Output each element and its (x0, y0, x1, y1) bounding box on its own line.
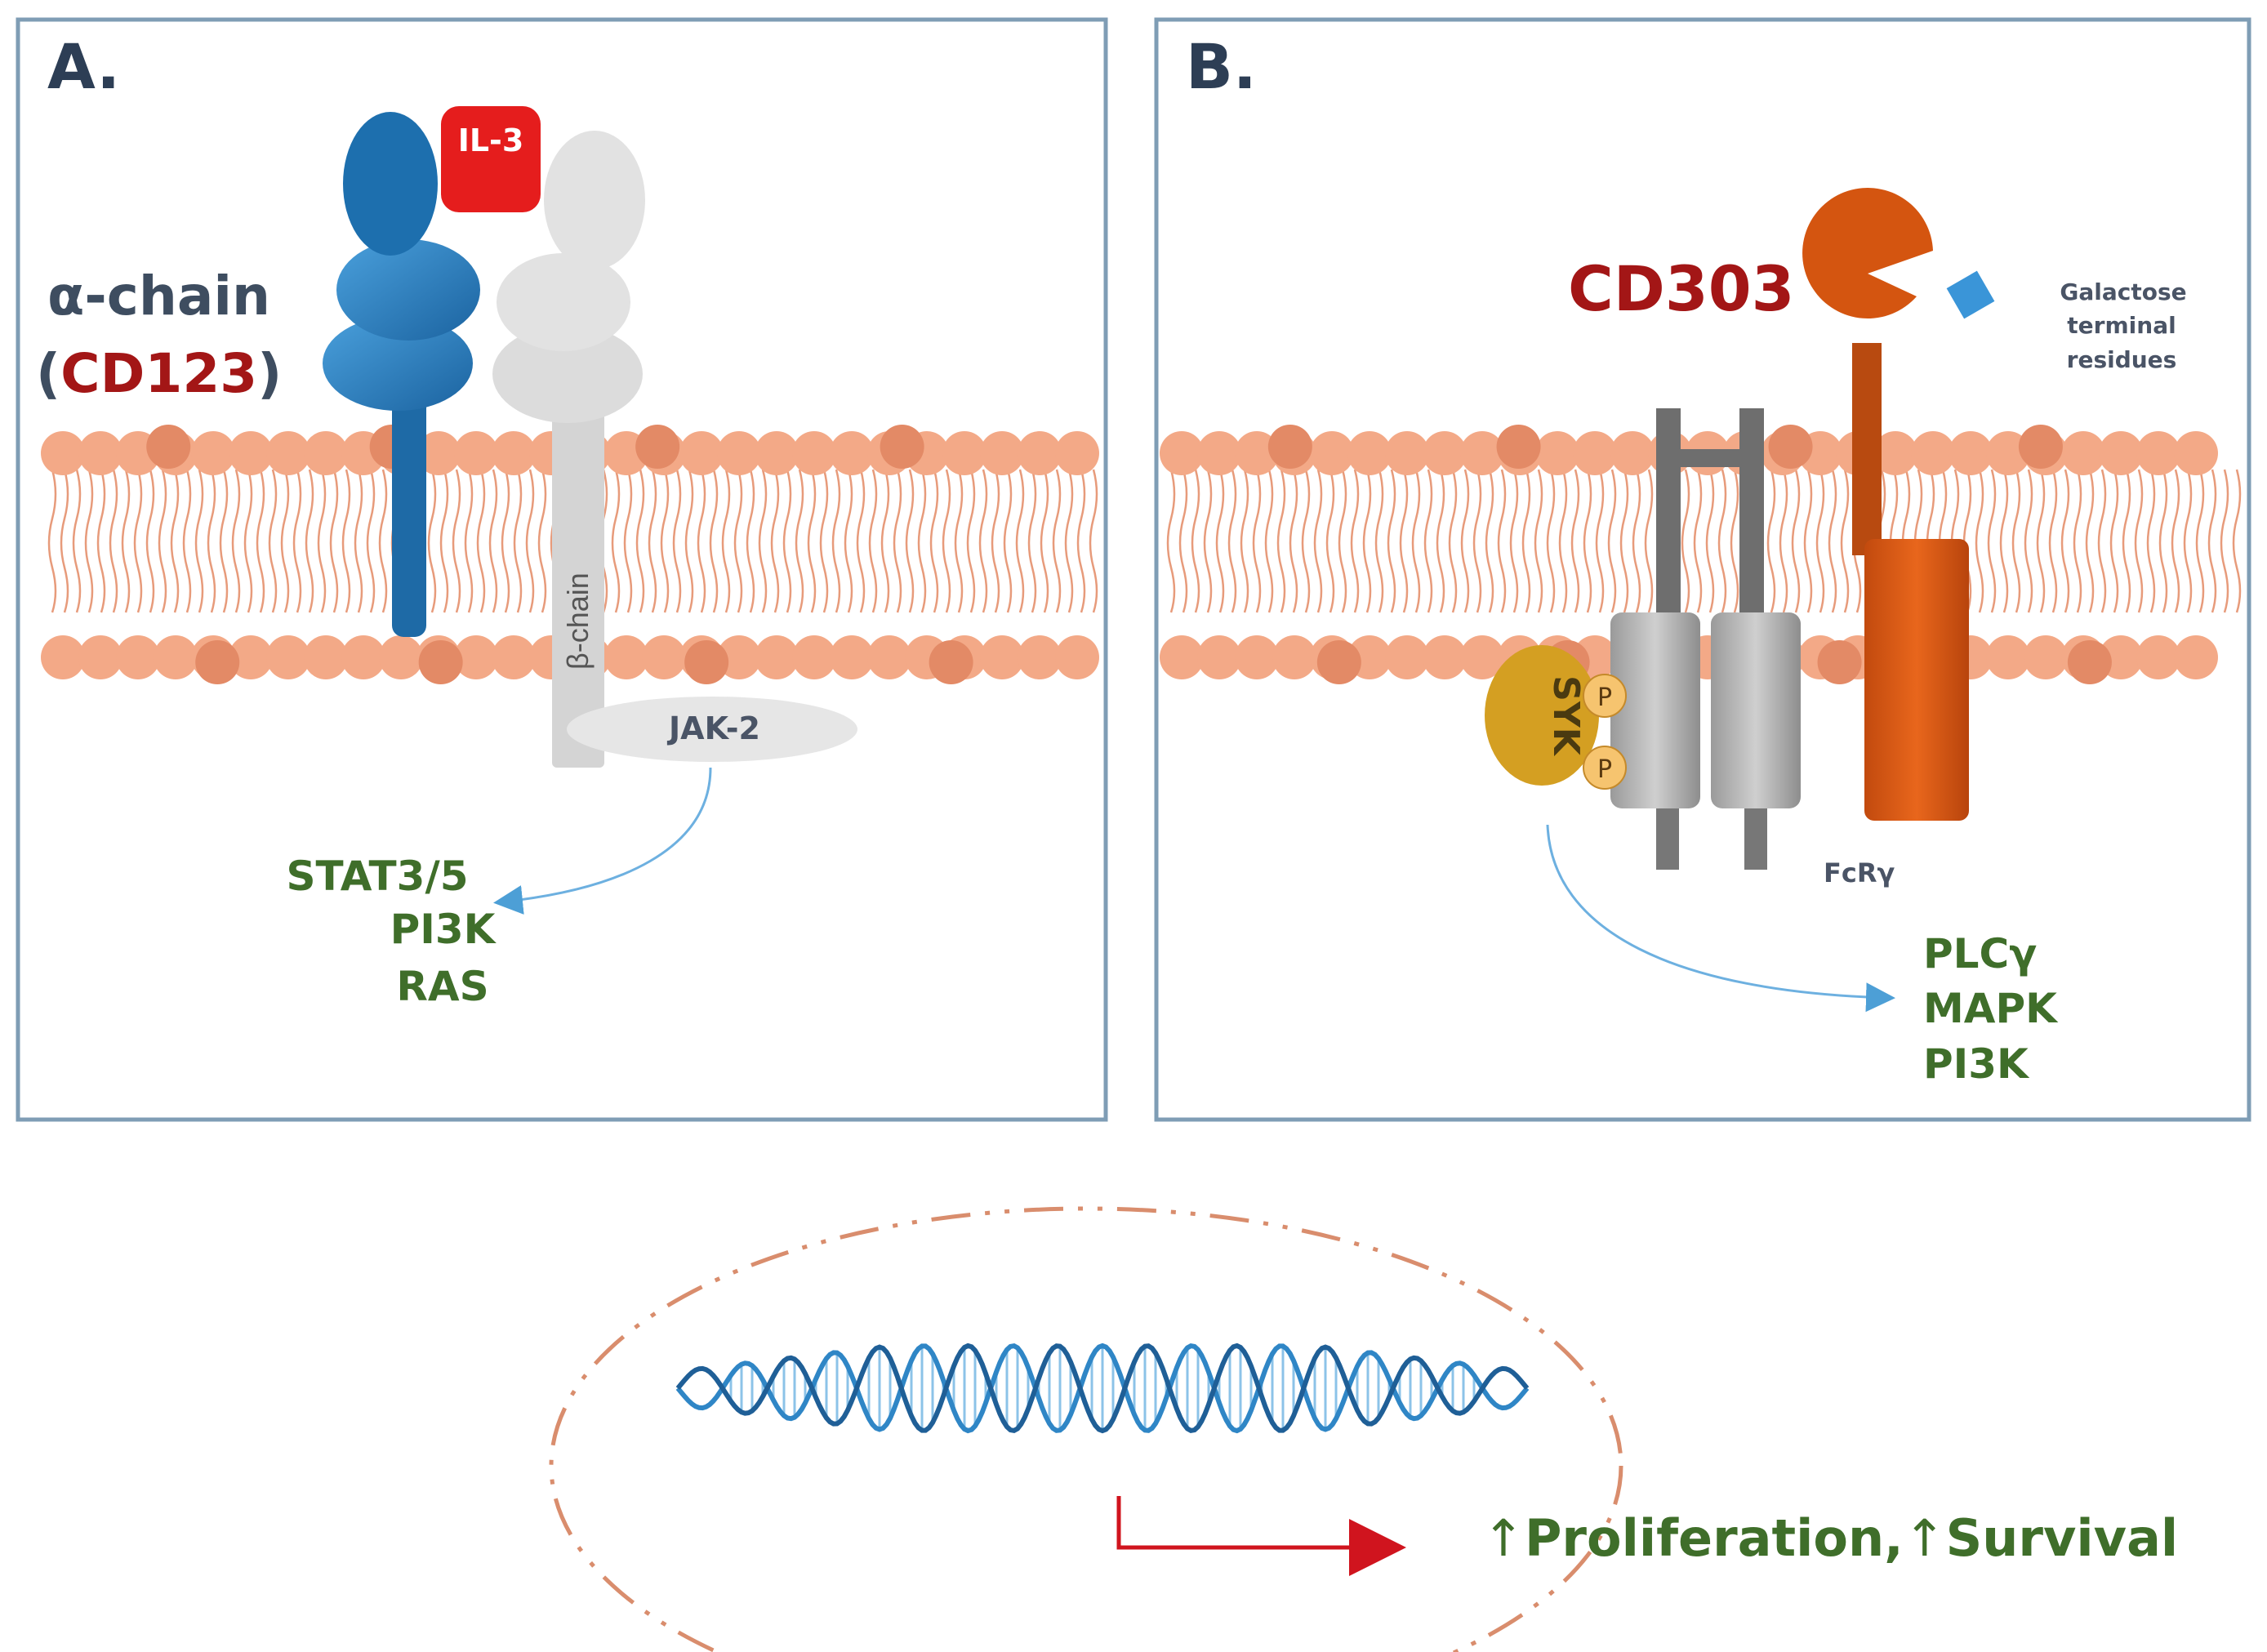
pathway-b-2: MAPK (1923, 985, 2059, 1032)
up-arrow-icon: ↑ (1482, 1508, 1525, 1568)
panel-b-pathway-list: PLCγ MAPK PI3K (1923, 930, 2059, 1088)
jak2-signal-arrow (493, 767, 712, 915)
jak2-label: JAK-2 (666, 710, 760, 746)
alpha-chain-cd-label: (CD123) (36, 342, 282, 405)
phospho-label-2: P (1597, 755, 1612, 784)
cd303-label: CD303 (1568, 252, 1795, 325)
cd303-receptor (1802, 188, 1969, 821)
panel-b: B. SYK P P Galactose (1154, 17, 2251, 1122)
outcome-text: ↑Proliferation,↑Survival (1482, 1508, 2178, 1568)
panel-a-pathway-list: STAT3/5 PI3K RAS (287, 853, 497, 1010)
jak2-kinase: JAK-2 (567, 697, 857, 762)
panel-b-letter: B. (1186, 30, 1257, 103)
beta-chain-receptor: β-chain (492, 131, 645, 768)
il3-ligand: IL-3 (441, 106, 541, 212)
pathway-a-3: RAS (396, 963, 488, 1010)
pathway-b-1: PLCγ (1923, 930, 2037, 977)
pathway-b-3: PI3K (1923, 1040, 2030, 1088)
pathway-a-1: STAT3/5 (287, 853, 469, 900)
galactose-line-2: terminal (2067, 312, 2176, 339)
panel-a-letter: A. (47, 30, 120, 103)
alpha-chain-receptor (323, 112, 480, 637)
galactose-residue-icon (1943, 267, 1998, 323)
fcr-gamma-label: FcRγ (1824, 857, 1895, 888)
phospho-site-2 (1583, 746, 1627, 790)
gray-dimer-receptor (1610, 408, 1801, 870)
nucleus-dashed-ellipse (549, 1206, 1623, 1652)
survival-label: Survival (1946, 1508, 2179, 1568)
beta-chain-label: β-chain (561, 572, 595, 670)
pathway-a-2: PI3K (390, 906, 497, 953)
galactose-label: Galactose terminal residues (2060, 278, 2186, 373)
proliferation-label: Proliferation, (1525, 1508, 1904, 1568)
syk-kinase: SYK P P (1485, 645, 1627, 790)
phospho-site-1 (1583, 674, 1627, 718)
panel-a: A. β-chain IL-3 α-chain (CD123) (16, 17, 1108, 1122)
syk-signal-arrow (1546, 824, 1895, 1013)
il3-label: IL-3 (458, 122, 524, 158)
syk-label: SYK (1545, 675, 1587, 757)
transcription-arrow (1116, 1496, 1406, 1576)
alpha-chain-label: α-chain (47, 265, 270, 327)
galactose-line-1: Galactose (2060, 278, 2186, 305)
up-arrow-icon: ↑ (1904, 1508, 1946, 1568)
phospho-label-1: P (1597, 684, 1612, 712)
galactose-line-3: residues (2067, 346, 2177, 373)
nucleus-outcome: ↑Proliferation,↑Survival (549, 1206, 2178, 1652)
panel-b-frame (1154, 17, 2251, 1122)
dna-helix-icon (675, 1343, 1530, 1434)
